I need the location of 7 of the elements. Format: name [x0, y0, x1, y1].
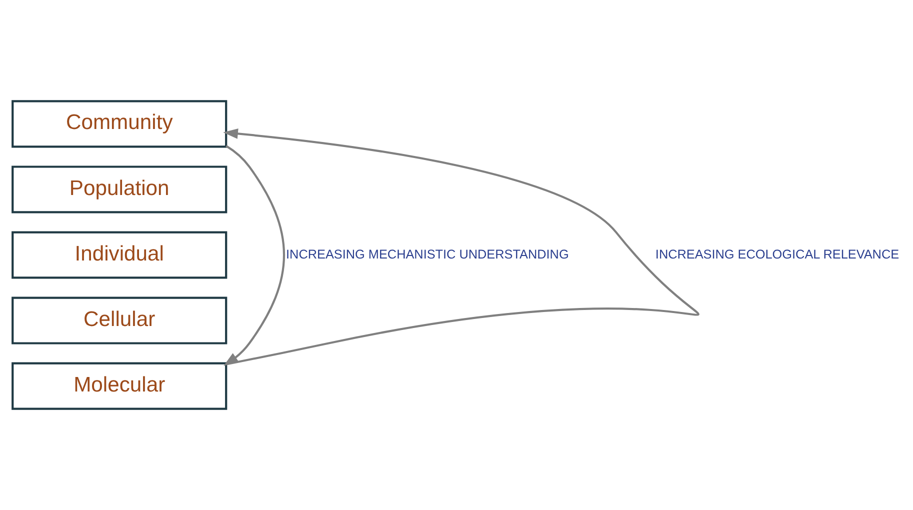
node-box: Individual — [12, 231, 228, 279]
node-box: Molecular — [12, 362, 228, 410]
edge-label: INCREASING ECOLOGICAL RELEVANCE — [655, 247, 900, 262]
node-box: Community — [12, 100, 228, 148]
node-box: Cellular — [12, 296, 228, 344]
node-box: Population — [12, 166, 228, 214]
edge-label: INCREASING MECHANISTIC UNDERSTANDING — [286, 247, 569, 262]
